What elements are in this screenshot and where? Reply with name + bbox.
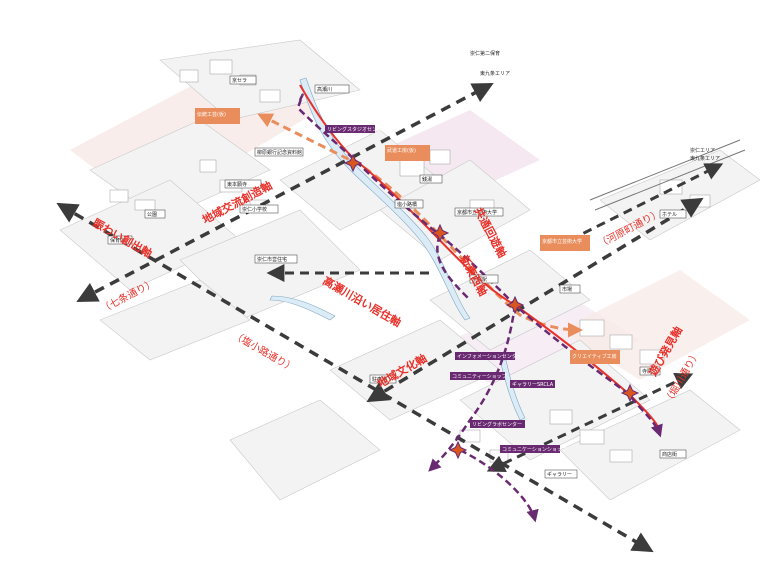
node-star-5 [448, 440, 468, 460]
facility-label-10: 塩小路橋 [397, 201, 417, 208]
orange-tag-0: 武道工房(仮) [387, 147, 416, 154]
area-label-sujin-no: 崇仁第二保育 [470, 50, 500, 57]
facility-labels: 高瀬川 京セラ 銭湯 崇仁小学校 京都駅 東本願寺 柳原銀行記念資料館 公園 崇… [107, 75, 687, 479]
facility-label-2: 銭湯 [422, 176, 432, 183]
facility-label-0: 高瀬川 [317, 86, 332, 93]
node-star-2 [430, 223, 450, 243]
facility-label-1: 京セラ [232, 77, 247, 84]
facility-label-5: 東本願寺 [227, 181, 247, 188]
facility-label-9: 京都市立芸術大学 [457, 209, 497, 216]
area-label-sujin: 崇仁エリア [690, 147, 715, 154]
facility-label-4: 京都駅 [472, 276, 487, 283]
node-star-1 [343, 153, 363, 173]
orange-route [257, 113, 583, 338]
purple-tags: リビングスタジオセンター インフォメーションセンター リビングラボセンター コミ… [325, 125, 567, 453]
axis-upper-east [569, 163, 724, 242]
orange-tag-2: 京都市立芸術大学 [542, 238, 582, 245]
axis-shichijo [56, 202, 654, 553]
node-star-4 [620, 383, 640, 403]
purple-tag-4: ギャラリーSRCLA [512, 382, 554, 388]
purple-tag-2: リビングラボセンター [472, 421, 522, 428]
facility-label-16: 寺院 [642, 368, 652, 375]
orange-tag-1: 伝統工芸(仮) [197, 111, 226, 118]
purple-route-southeast [459, 448, 539, 523]
facility-label-11: ホテル [662, 212, 677, 218]
axis-lower-east [486, 373, 694, 472]
facility-label-6: 柳原銀行記念資料館 [257, 149, 302, 156]
purple-tag-5: コミュニケーションショップ [502, 446, 567, 453]
purple-route-west-loop [436, 234, 471, 301]
area-label-higashikujo-1: 東九条エリア [480, 70, 510, 77]
purple-tag-0: リビングスタジオセンター [327, 126, 387, 133]
area-labels: 崇仁第二保育 東九条エリア 東九条エリア 崇仁エリア [470, 50, 720, 162]
area-label-higashikujo-2: 東九条エリア [690, 155, 720, 162]
facility-label-14: 保育所 [110, 237, 125, 244]
facility-label-12: 駐車場 [372, 376, 387, 383]
node-star-3 [505, 295, 525, 315]
facility-label-8: 崇仁市営住宅 [257, 256, 287, 263]
facility-label-13: 商店街 [662, 451, 677, 458]
axis-horikawa-diag [76, 83, 494, 302]
facility-label-7: 公園 [147, 212, 157, 218]
kamo-river-branch [269, 295, 336, 321]
facility-label-17: ギャラリー [547, 472, 572, 478]
nodes [343, 153, 640, 460]
purple-tag-1: インフォメーションセンター [457, 353, 522, 360]
purple-tag-3: コミュニティーショップ [452, 374, 507, 380]
orange-tags: 武道工房(仮) 伝統工芸(仮) 京都市立芸術大学 クリエイティブ工房 [195, 108, 620, 364]
facility-label-3: 崇仁小学校 [242, 206, 267, 213]
purple-route-main [296, 93, 663, 438]
orange-tag-3: クリエイティブ工房 [572, 353, 617, 360]
facility-label-15: 市場 [562, 286, 572, 293]
road-label-shiokoji: （塩小路通り） [231, 328, 298, 374]
axis-label-takase: 高瀬川沿い居住軸 [321, 273, 404, 329]
